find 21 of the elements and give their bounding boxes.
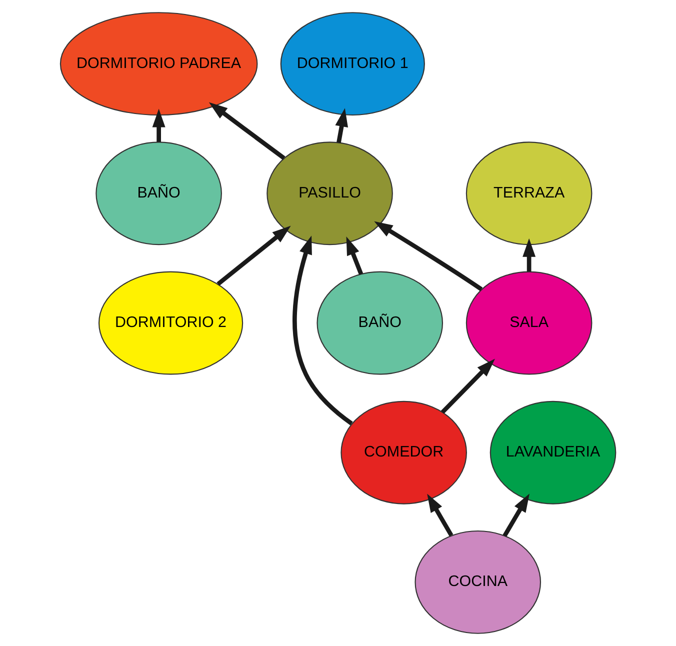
node-ellipse: LAVANDERIA (490, 400, 616, 504)
node-ellipse: COMEDOR (340, 400, 467, 504)
node-ellipse: BAÑO (316, 271, 444, 375)
arrow (440, 358, 496, 414)
arrow (427, 494, 454, 537)
arrow (152, 108, 166, 142)
arrow (502, 494, 530, 537)
arrow (374, 221, 483, 292)
node-ellipse: SALA (466, 271, 592, 375)
node-ellipse: TERRAZA (466, 142, 592, 246)
node-ellipse: DORMITORIO 1 (280, 12, 425, 116)
arrow (216, 226, 291, 286)
node-ellipse: BAÑO (96, 142, 222, 246)
arrow (346, 236, 364, 275)
arrow (208, 102, 286, 160)
arrow (522, 238, 536, 272)
node-ellipse: COCINA (414, 530, 542, 634)
node-ellipse: DORMITORIO 2 (98, 271, 244, 375)
arrow (292, 236, 353, 426)
node-ellipse: DORMITORIO PADREA (60, 12, 258, 116)
arrow (335, 108, 348, 144)
